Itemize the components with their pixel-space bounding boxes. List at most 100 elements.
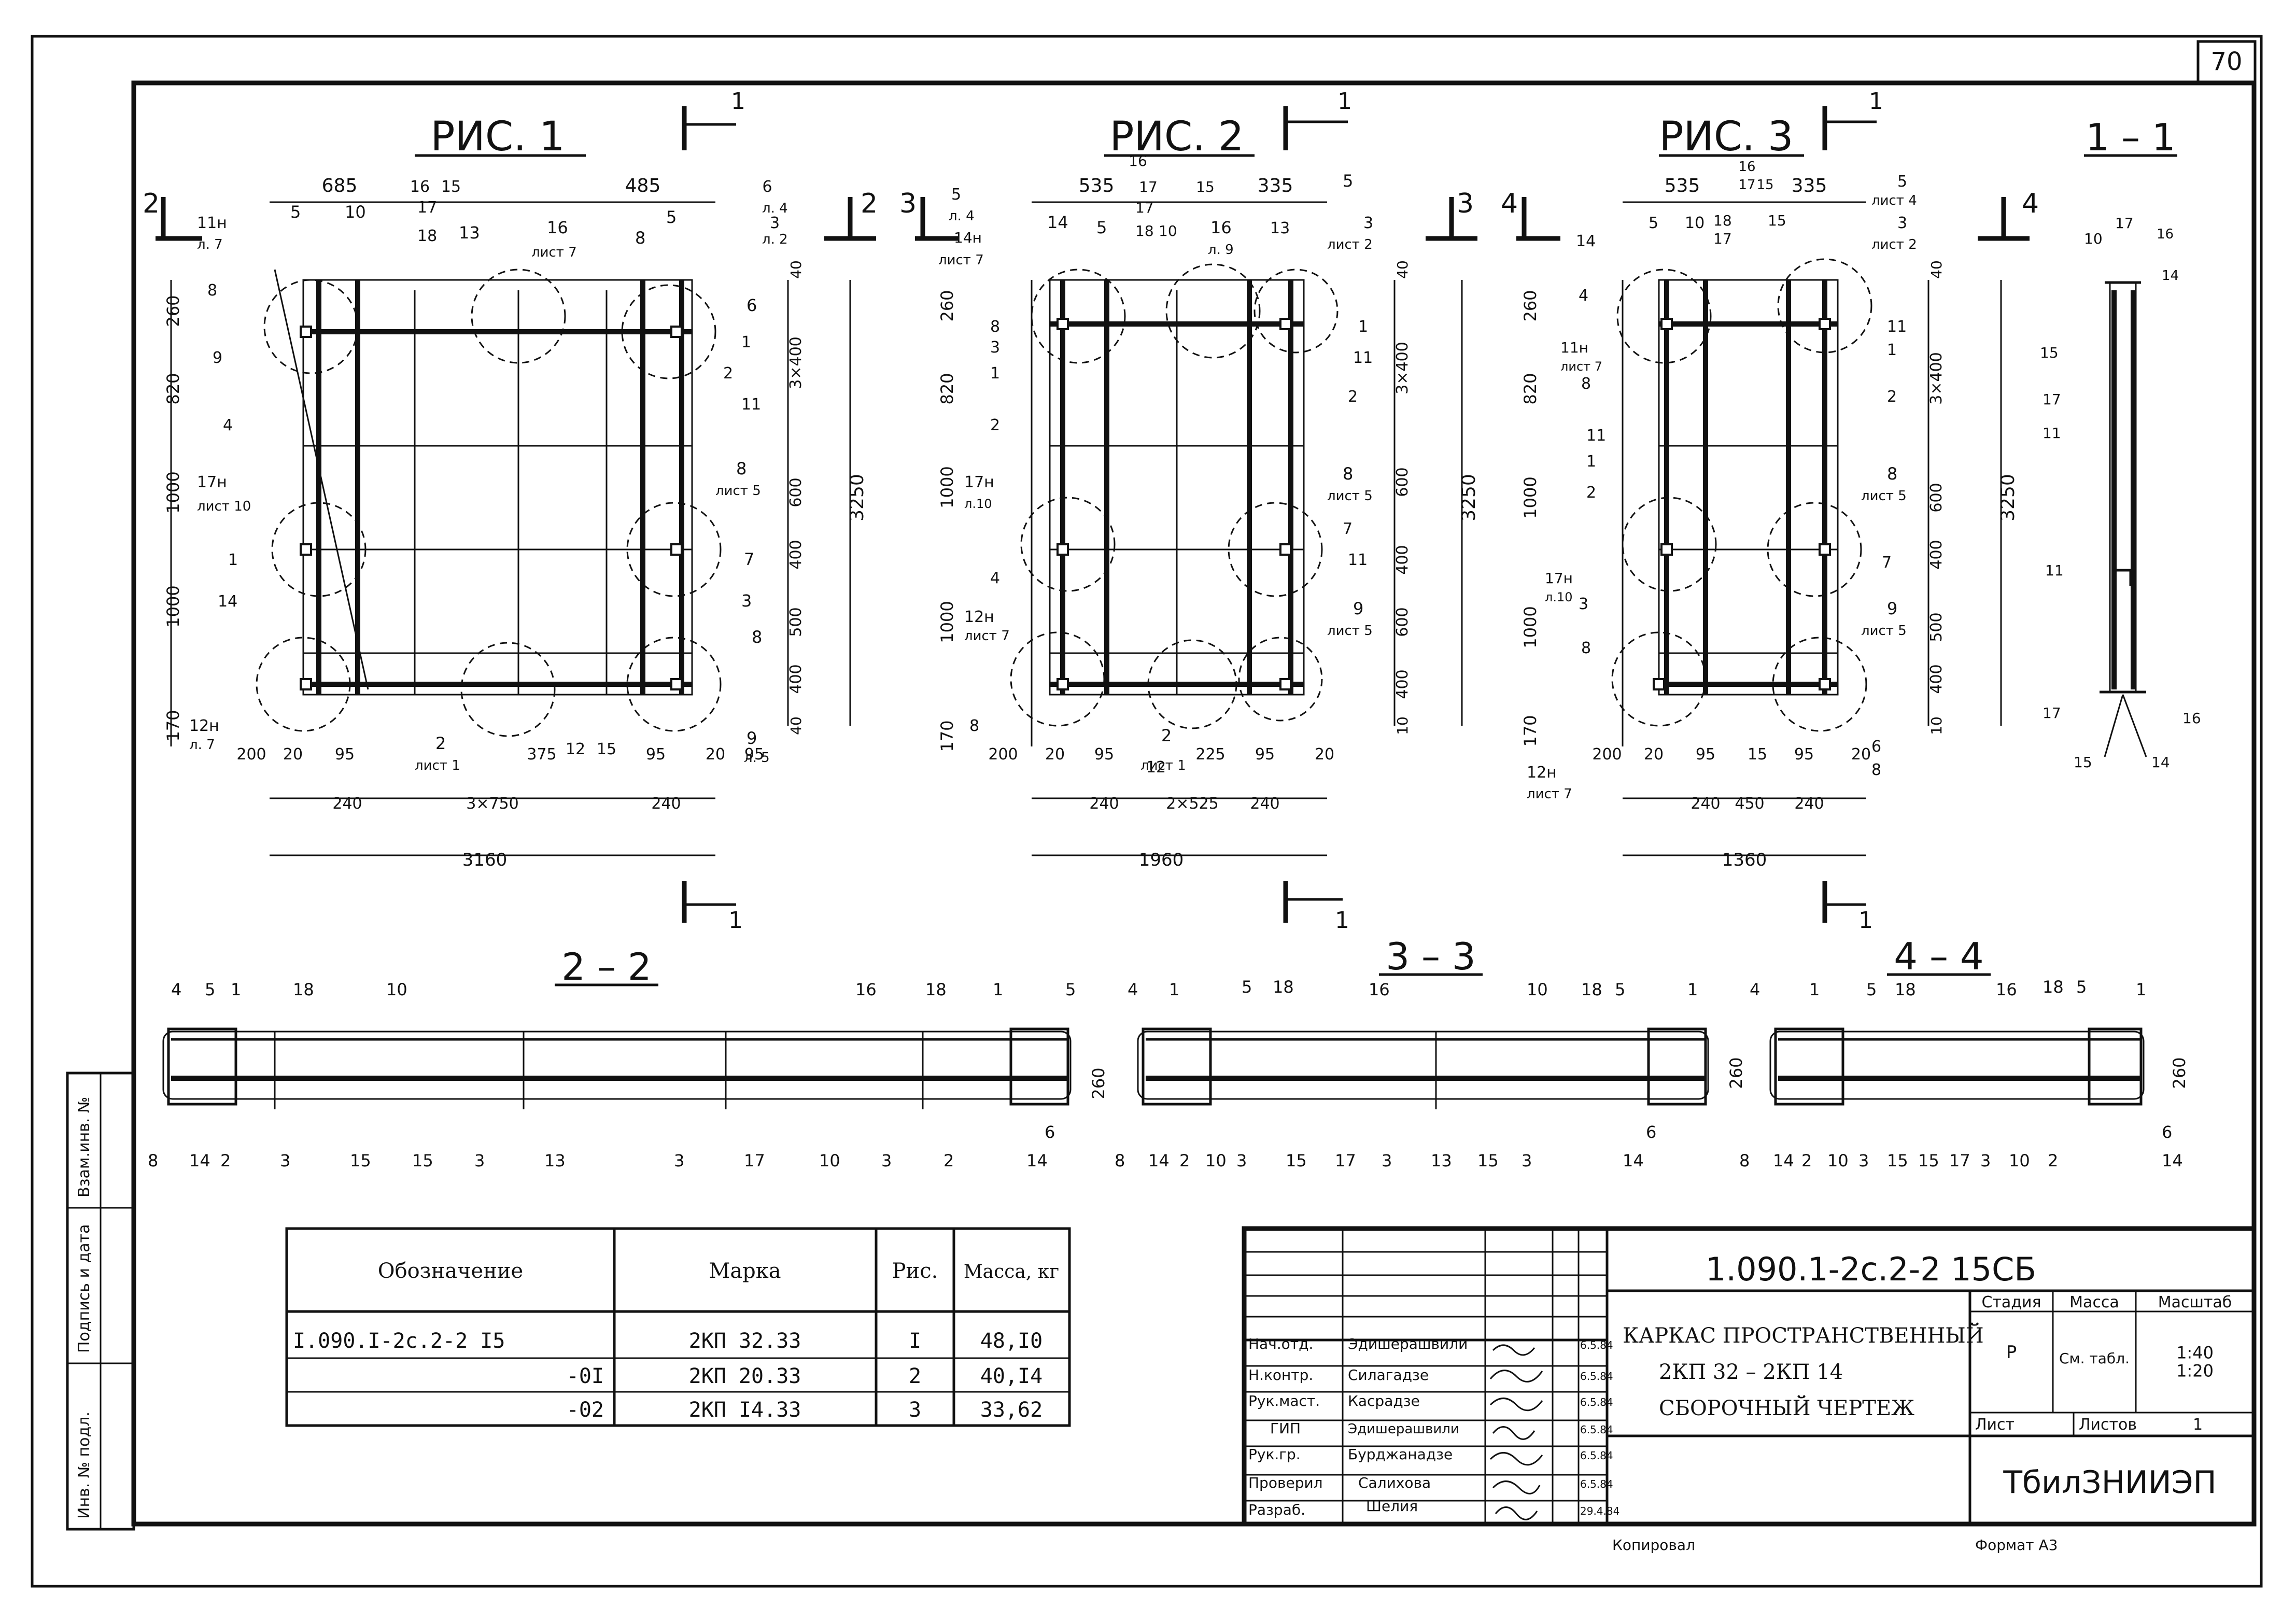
svg-text:40: 40 [787,716,805,735]
svg-text:16: 16 [2157,227,2174,242]
svg-text:Проверил: Проверил [1248,1474,1323,1491]
svg-text:9: 9 [746,728,757,748]
svg-text:3160: 3160 [462,850,508,870]
svg-text:3×400: 3×400 [787,336,805,389]
svg-text:5: 5 [1065,980,1076,999]
svg-text:2: 2 [723,364,733,383]
signature-row: Н.контр. Силагадзе 6.5.84 [1248,1366,1613,1384]
svg-text:15: 15 [597,740,616,758]
svg-text:2: 2 [143,188,160,219]
svg-text:170: 170 [1520,715,1540,746]
svg-text:2: 2 [909,1364,921,1388]
svg-text:3 – 3: 3 – 3 [1386,935,1475,978]
svg-text:5: 5 [1649,214,1658,232]
svg-text:1: 1 [2136,980,2146,999]
svg-text:л. 4: л. 4 [762,201,788,216]
svg-text:16: 16 [1369,980,1390,999]
svg-text:8: 8 [148,1151,158,1170]
svg-text:200: 200 [988,745,1018,764]
svg-text:40,I4: 40,I4 [980,1364,1043,1388]
svg-text:4: 4 [1501,188,1518,219]
svg-text:17: 17 [1335,1151,1356,1170]
svg-text:2: 2 [1801,1151,1812,1170]
svg-text:11: 11 [1353,349,1373,367]
svg-text:260: 260 [163,295,183,327]
svg-text:15: 15 [1756,177,1773,193]
svg-text:20: 20 [1851,745,1871,764]
svg-text:лист 7: лист 7 [964,628,1010,644]
svg-text:6: 6 [2162,1122,2172,1142]
svg-text:лист 4: лист 4 [1871,193,1917,208]
svg-text:лист 7: лист 7 [1560,359,1602,374]
svg-text:-02: -02 [567,1398,604,1422]
figure-2: РИС. 2 1 1 [899,88,1480,934]
svg-text:13: 13 [544,1151,566,1170]
svg-text:15: 15 [2074,754,2092,771]
svg-text:2: 2 [2048,1151,2058,1170]
svg-text:6.5.84: 6.5.84 [1580,1423,1613,1436]
svg-text:17: 17 [1713,230,1732,247]
svg-text:1: 1 [990,364,1000,383]
svg-text:8: 8 [1871,761,1881,779]
svg-text:л.10: л.10 [1545,590,1573,604]
svg-text:л. 9: л. 9 [1208,242,1234,258]
svg-text:л. 7: л. 7 [197,237,223,252]
svg-text:17: 17 [1949,1151,1970,1170]
svg-text:3: 3 [899,188,917,219]
svg-text:95: 95 [335,745,355,764]
svg-text:260: 260 [1726,1057,1746,1089]
svg-text:1: 1 [1335,907,1349,934]
svg-text:1: 1 [2193,1416,2203,1434]
svg-text:1: 1 [1169,980,1179,999]
svg-text:6.5.84: 6.5.84 [1580,1370,1613,1383]
svg-text:лист 5: лист 5 [1861,488,1907,504]
svg-text:4: 4 [1579,287,1588,305]
svg-text:См. табл.: См. табл. [2059,1350,2130,1367]
svg-text:10: 10 [1527,980,1548,999]
svg-text:3: 3 [770,214,780,232]
svg-text:18: 18 [1895,980,1916,999]
svg-text:40: 40 [787,260,805,279]
svg-text:500: 500 [1927,612,1946,642]
svg-text:л.10: л.10 [964,497,992,511]
svg-text:3: 3 [1858,1151,1869,1170]
svg-text:6: 6 [1045,1122,1055,1142]
svg-text:2×525: 2×525 [1166,795,1218,813]
svg-text:500: 500 [787,607,805,637]
figure-2-title: РИС. 2 [1109,114,1244,160]
svg-text:18: 18 [1135,222,1154,239]
stamp-sign-label: Подпись и дата [75,1224,93,1353]
signature-row: Рук.гр. Бурджанадзе 6.5.84 [1248,1446,1613,1463]
svg-text:Лист: Лист [1975,1416,2015,1434]
svg-text:1: 1 [1358,318,1368,336]
org-name: ТбилЗНИИЭП [2003,1464,2216,1501]
svg-text:3: 3 [881,1151,892,1170]
figure-3-section-mark: 1 1 [1822,88,1883,934]
svg-text:3: 3 [1382,1151,1392,1170]
svg-text:2: 2 [943,1151,954,1170]
svg-text:95: 95 [1794,745,1814,764]
svg-text:3×750: 3×750 [466,795,518,813]
svg-text:Рук.маст.: Рук.маст. [1248,1392,1320,1409]
svg-text:2: 2 [435,734,446,753]
svg-text:1000: 1000 [163,585,183,627]
section-4-4: 4 – 4 260 4 1 5 18 16 18 5 1 8 14 2 10 3… [1739,935,2189,1170]
svg-text:3250: 3250 [1997,474,2019,521]
svg-text:2: 2 [1179,1151,1190,1170]
svg-text:14: 14 [2162,268,2179,284]
svg-text:10: 10 [1928,716,1945,735]
svg-text:8: 8 [1343,464,1353,484]
svg-text:260: 260 [1089,1067,1108,1099]
svg-text:3×400: 3×400 [1927,352,1946,404]
outer-frame [31,35,2263,1588]
svg-text:12н: 12н [1527,764,1557,782]
svg-text:16: 16 [1129,152,1147,170]
svg-text:Эдишерашвили: Эдишерашвили [1348,1335,1468,1352]
svg-text:535: 535 [1665,175,1700,196]
svg-text:2: 2 [220,1151,231,1170]
svg-text:5: 5 [951,186,961,204]
svg-text:4: 4 [1128,980,1138,999]
title-line-3: СБОРОЧНЫЙ ЧЕРТЕЖ [1659,1395,1914,1420]
svg-text:лист 2: лист 2 [1871,237,1917,252]
sheet-number: 70 [2210,47,2242,76]
